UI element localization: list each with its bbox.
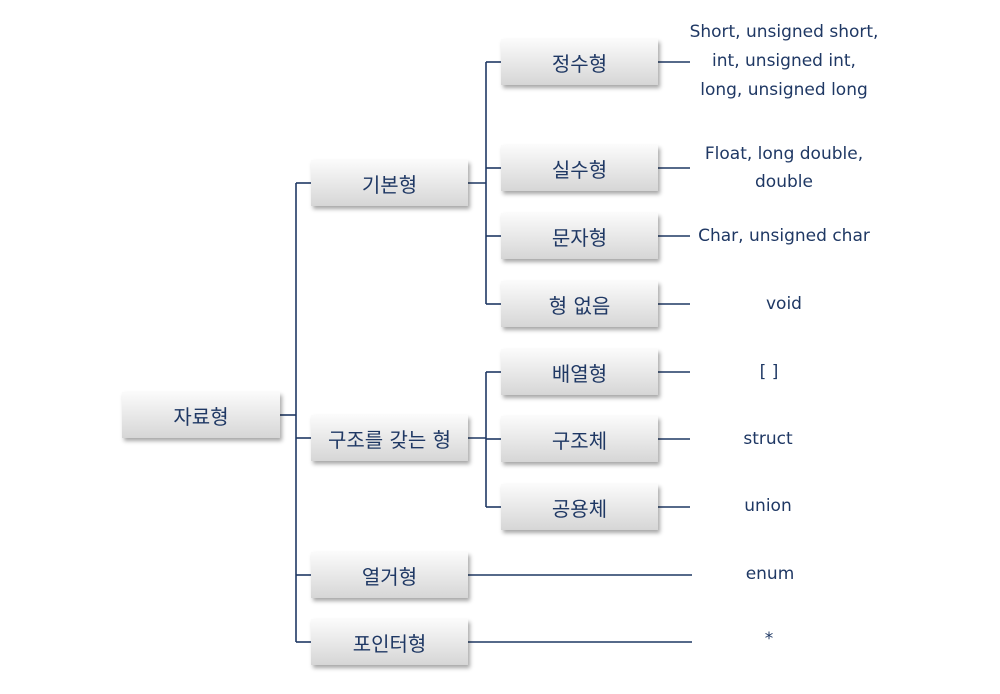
node-label: 열거형 xyxy=(361,564,418,589)
desc-line: Char, unsigned char xyxy=(698,226,870,246)
node-basic-type: 기본형 xyxy=(311,160,468,206)
desc-integer: Short, unsigned short, int, unsigned int… xyxy=(674,18,894,105)
node-label: 공용체 xyxy=(551,496,608,521)
node-void-type: 형 없음 xyxy=(501,281,658,327)
desc-real: Float, long double, double xyxy=(674,140,894,196)
desc-line: * xyxy=(764,629,774,649)
desc-line: Float, long double, xyxy=(704,144,864,164)
desc-enum: enum xyxy=(660,560,880,589)
node-label: 구조체 xyxy=(551,428,608,453)
desc-line: long, unsigned long xyxy=(700,80,868,100)
node-enum-type: 열거형 xyxy=(311,552,468,598)
node-label: 정수형 xyxy=(551,51,608,76)
desc-line: [ ] xyxy=(759,362,779,382)
desc-line: int, unsigned int, xyxy=(712,51,856,71)
node-label: 문자형 xyxy=(551,225,608,250)
desc-pointer: * xyxy=(659,625,879,654)
node-label: 포인터형 xyxy=(352,631,427,656)
desc-line: union xyxy=(744,496,792,516)
node-label: 배열형 xyxy=(551,361,608,386)
node-integer-type: 정수형 xyxy=(501,39,658,85)
desc-array: [ ] xyxy=(659,358,879,387)
node-label: 형 없음 xyxy=(548,293,611,318)
desc-union: union xyxy=(658,492,878,521)
node-real-type: 실수형 xyxy=(501,145,658,191)
desc-struct: struct xyxy=(658,425,878,454)
desc-char: Char, unsigned char xyxy=(674,222,894,251)
node-structured-type: 구조를 갖는 형 xyxy=(311,415,468,461)
node-char-type: 문자형 xyxy=(501,213,658,259)
desc-line: Short, unsigned short, xyxy=(689,22,879,42)
node-label: 자료형 xyxy=(173,404,229,429)
node-union-type: 공용체 xyxy=(501,484,658,530)
node-array-type: 배열형 xyxy=(501,349,658,395)
desc-line: enum xyxy=(745,564,795,584)
node-label: 기본형 xyxy=(361,172,418,197)
desc-line: void xyxy=(766,294,802,314)
desc-void: void xyxy=(674,290,894,319)
node-root: 자료형 xyxy=(122,392,280,438)
node-label: 실수형 xyxy=(551,157,608,182)
node-pointer-type: 포인터형 xyxy=(311,619,468,665)
desc-line: struct xyxy=(743,429,793,449)
desc-line: double xyxy=(755,172,813,192)
node-label: 구조를 갖는 형 xyxy=(327,427,452,452)
node-struct-type: 구조체 xyxy=(501,416,658,462)
